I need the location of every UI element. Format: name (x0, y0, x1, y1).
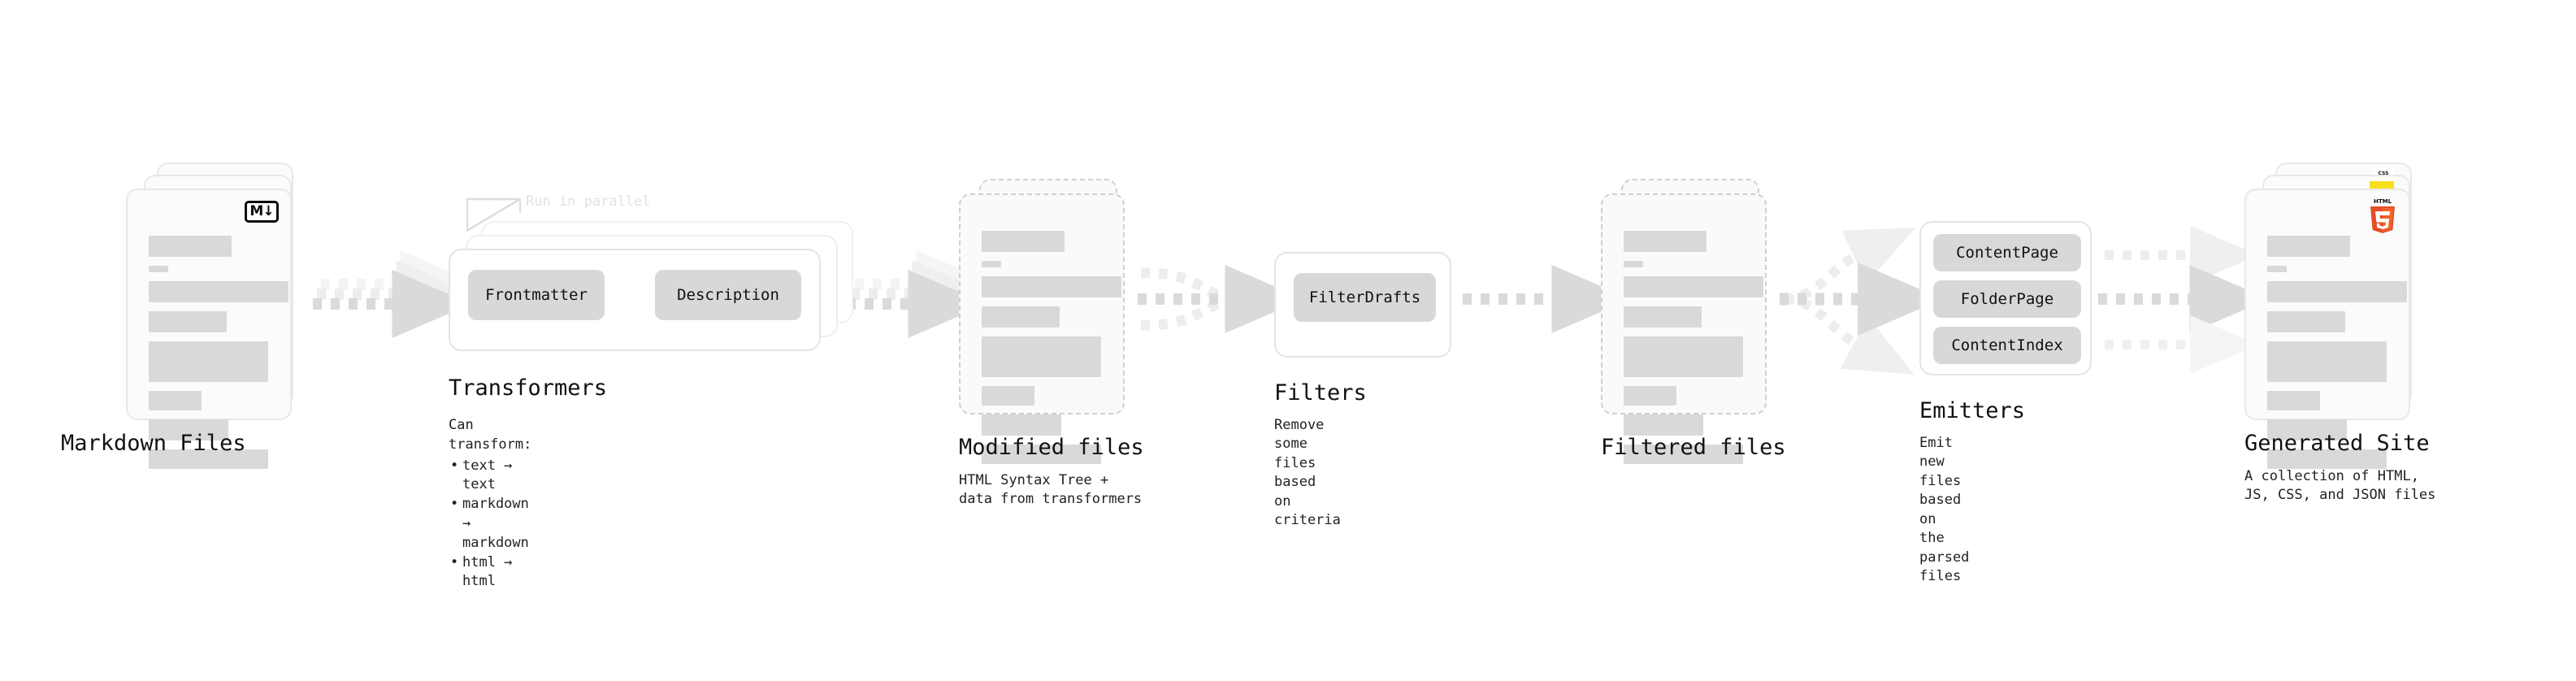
doc-content-line (1624, 445, 1743, 464)
doc-content-line (149, 266, 168, 272)
transformers-list-lead: Can transform: (449, 417, 532, 453)
doc-content-line (149, 449, 268, 469)
emitters-box: ContentPage FolderPage ContentIndex (1919, 221, 2092, 375)
generated-doc-stack: CSS HTML (2244, 163, 2448, 469)
markdown-badge-label: M↓ (249, 203, 274, 219)
doc-content-line (2267, 449, 2387, 469)
transformers-list-item-1: markdown → markdown (450, 495, 531, 553)
markdown-doc-stack: M↓ (126, 163, 329, 469)
stage-generated-site: CSS HTML Generated Site (2244, 163, 2448, 503)
stage-filtered-files: Filtered files (1601, 179, 1788, 464)
transformer-chip-frontmatter[interactable]: Frontmatter (468, 270, 605, 320)
emitter-chip-folderpage-label: FolderPage (1960, 290, 2054, 308)
doc-content-line (149, 419, 228, 440)
doc-content-line (2267, 341, 2387, 382)
doc-content-line (982, 231, 1065, 252)
transformer-chip-description[interactable]: Description (655, 270, 801, 320)
caption-title-emitters: Emitters (1919, 398, 2026, 423)
doc-content-line (2267, 419, 2347, 440)
transformers-list-item-0: text → text (450, 457, 531, 496)
transformers-list: text → text markdown → markdown html → h… (449, 457, 531, 592)
caption-sub-emitters: Emit new files based on the parsed files (1919, 435, 1970, 585)
generated-card-html: HTML (2244, 189, 2410, 469)
transformers-capability-list: Can transform: text → text markdown → ma… (449, 416, 531, 592)
doc-content-line (1624, 306, 1702, 327)
doc-content-line (1624, 414, 1703, 436)
doc-content-line (982, 445, 1101, 464)
doc-content-line (149, 236, 232, 257)
doc-content-line (1624, 386, 1676, 406)
doc-content-line (982, 276, 1121, 297)
markdown-doc-lines (149, 236, 288, 478)
emitter-chip-contentindex[interactable]: ContentIndex (1933, 327, 2081, 364)
html5-badge-icon: HTML (2366, 197, 2399, 234)
doc-content-line (2267, 311, 2345, 332)
emitter-chip-folderpage[interactable]: FolderPage (1933, 280, 2081, 318)
transformer-chip-frontmatter-label: Frontmatter (485, 286, 588, 304)
generated-doc-lines (2267, 236, 2407, 478)
doc-content-line (982, 414, 1061, 436)
caption-sub-generated-site: A collection of HTML, JS, CSS, and JSON … (2244, 468, 2436, 504)
run-in-parallel-label: Run in parallel (526, 193, 651, 210)
filter-chip-filterdrafts[interactable]: FilterDrafts (1294, 273, 1436, 322)
doc-content-line (2267, 236, 2350, 257)
connector-emitters-to-site (2098, 226, 2270, 374)
doc-content-line (2267, 391, 2320, 410)
transformers-list-item-2: html → html (450, 553, 531, 592)
doc-content-line (149, 341, 268, 382)
emitter-chip-contentindex-label: ContentIndex (1951, 336, 2063, 354)
modified-card-front (959, 193, 1125, 464)
filter-chip-filterdrafts-label: FilterDrafts (1308, 288, 1421, 306)
caption-sub-filters: Remove some files based on criteria (1274, 417, 1341, 529)
caption-title-filters: Filters (1274, 380, 1367, 406)
filtered-doc-stack (1601, 179, 1788, 464)
emitter-chip-contentpage-label: ContentPage (1956, 244, 2058, 262)
caption-title-modified-files: Modified files (959, 435, 1144, 460)
connector-modified-to-filters (1138, 265, 1305, 333)
filtered-doc-lines (1624, 231, 1763, 473)
doc-content-line (1624, 231, 1706, 252)
doc-content-line (982, 386, 1034, 406)
doc-content-line (149, 311, 227, 332)
doc-content-line (149, 281, 288, 302)
transformer-chip-description-label: Description (677, 286, 779, 304)
caption-title-generated-site: Generated Site (2244, 431, 2430, 456)
filtered-card-front (1601, 193, 1767, 464)
connector-filtered-to-emitters (1780, 228, 1943, 375)
doc-content-line (982, 261, 1001, 267)
caption-sub-modified-files: HTML Syntax Tree + data from transformer… (959, 472, 1143, 508)
caption-title-filtered-files: Filtered files (1601, 435, 1786, 460)
transformer-box-front: Frontmatter Description (449, 249, 821, 351)
doc-content-line (982, 336, 1101, 377)
doc-content-line (1624, 276, 1763, 297)
caption-title-transformers: Transformers (449, 375, 608, 401)
modified-doc-lines (982, 231, 1121, 473)
filters-box: FilterDrafts (1274, 252, 1451, 358)
markdown-card-front: M↓ (126, 189, 292, 469)
markdown-badge-icon: M↓ (245, 201, 279, 223)
css-badge-label: CSS (2378, 171, 2389, 176)
doc-content-line (2267, 281, 2407, 302)
html5-badge-svg: HTML (2370, 198, 2395, 233)
doc-content-line (982, 306, 1060, 327)
doc-content-line (1624, 261, 1643, 267)
modified-doc-stack (959, 179, 1146, 464)
doc-content-line (2267, 266, 2287, 272)
emitter-chip-contentpage[interactable]: ContentPage (1933, 234, 2081, 271)
stage-markdown-files: M↓ Markdown Files (61, 163, 329, 469)
caption-title-markdown-files: Markdown Files (61, 431, 246, 456)
doc-content-line (149, 391, 202, 410)
doc-content-line (1624, 336, 1743, 377)
stage-modified-files: Modified files HTML Syntax Tree + data f… (959, 179, 1146, 507)
svg-text:HTML: HTML (2374, 198, 2392, 205)
